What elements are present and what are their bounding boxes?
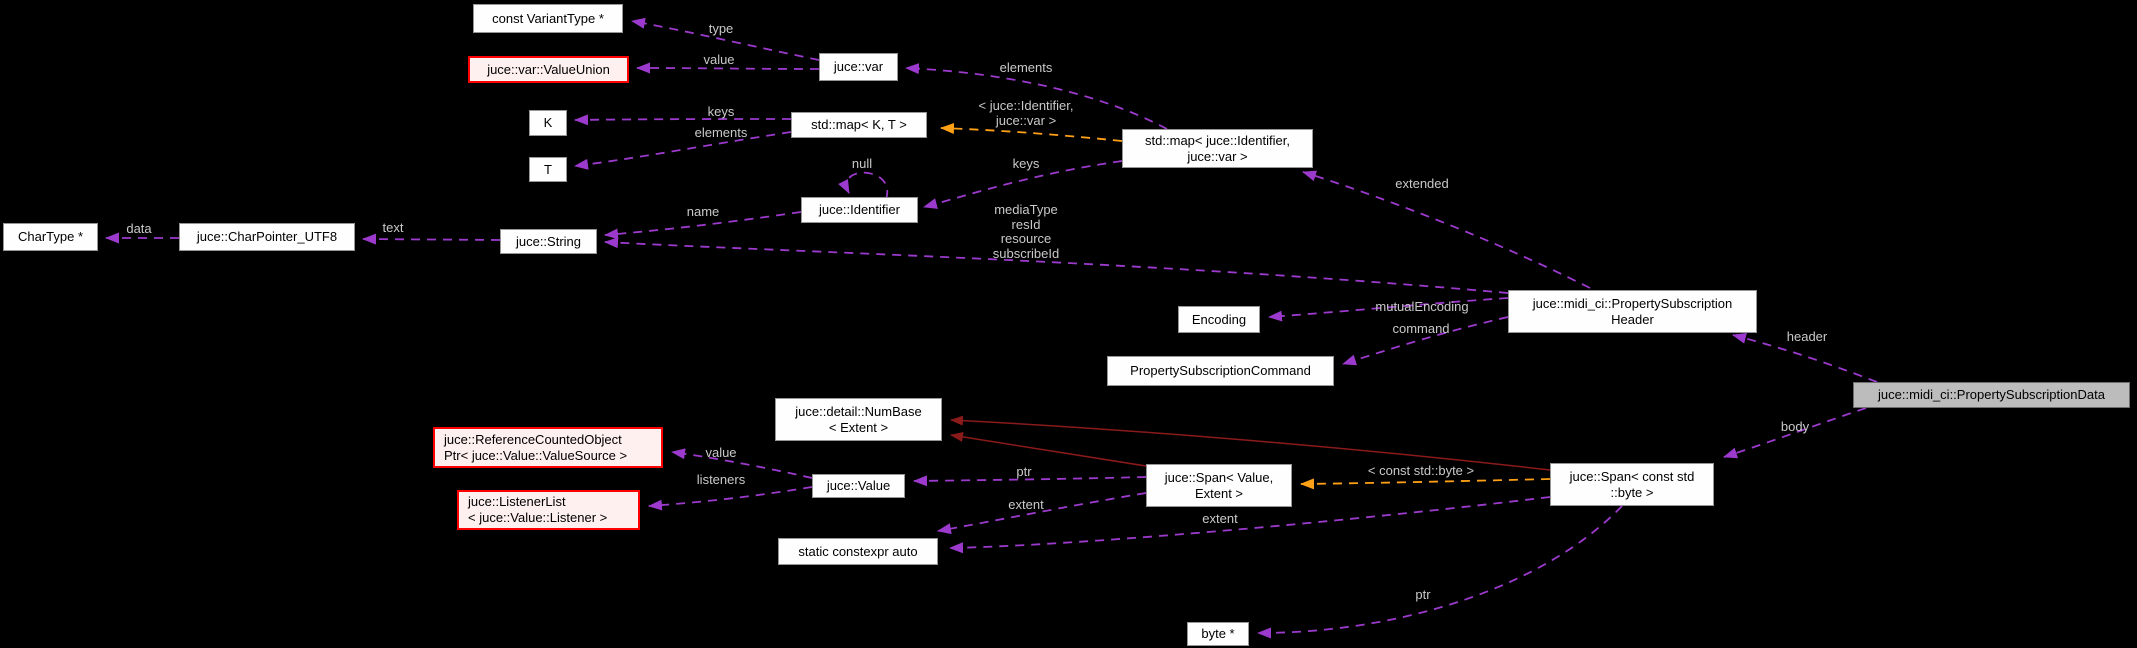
- edge-command: [1342, 316, 1509, 366]
- edge-label-body: body: [1780, 419, 1810, 434]
- node-juce-referencecountedobjectptr[interactable]: juce::ReferenceCountedObject Ptr< juce::…: [433, 427, 663, 468]
- node-propertysubscriptioncommand[interactable]: PropertySubscriptionCommand: [1107, 356, 1334, 386]
- edge-ptr-value: [913, 475, 1147, 487]
- edge-label-template-span: < const std::byte >: [1367, 463, 1475, 478]
- edge-label-elements-t: elements: [694, 125, 748, 140]
- edge-extent-value: [937, 492, 1147, 535]
- edge-label-name: name: [686, 204, 720, 219]
- edge-label-header-fields: mediaType resId resource subscribeId: [992, 202, 1060, 262]
- node-propertysubscriptiondata-main: juce::midi_ci::PropertySubscriptionData: [1853, 382, 2130, 408]
- node-juce-span-const-std-byte[interactable]: juce::Span< const std ::byte >: [1550, 463, 1714, 506]
- edge-mutualencoding: [1268, 297, 1509, 322]
- edge-label-ptr-byte: ptr: [1415, 587, 1431, 602]
- edge-keys-identifier: [923, 160, 1123, 209]
- node-juce-var-valueunion[interactable]: juce::var::ValueUnion: [468, 56, 629, 83]
- edge-listeners: [648, 486, 813, 511]
- node-static-constexpr-auto: static constexpr auto: [778, 538, 938, 565]
- node-juce-string[interactable]: juce::String: [500, 229, 597, 254]
- edge-header-fields: [604, 237, 1509, 294]
- edge-label-extent-byte: extent: [1202, 511, 1238, 526]
- edge-label-listeners: listeners: [696, 472, 746, 487]
- node-propertysubscriptionheader[interactable]: juce::midi_ci::PropertySubscription Head…: [1508, 290, 1757, 333]
- edge-template-map: [940, 122, 1123, 142]
- edge-keys-k: [574, 114, 792, 126]
- edge-body: [1723, 407, 1867, 459]
- node-k: K: [529, 110, 567, 136]
- edge-inherit-span-byte: [950, 415, 1551, 471]
- node-t: T: [529, 157, 567, 182]
- node-juce-span-value-extent[interactable]: juce::Span< Value, Extent >: [1146, 464, 1292, 507]
- edge-header: [1732, 333, 1878, 383]
- edge-type: [631, 17, 820, 61]
- edge-label-keys-k: keys: [707, 104, 735, 119]
- node-std-map-identifier-var: std::map< juce::Identifier, juce::var >: [1122, 129, 1313, 168]
- edge-value: [636, 62, 820, 74]
- node-juce-value[interactable]: juce::Value: [812, 474, 905, 498]
- edge-label-text: text: [382, 220, 404, 235]
- edge-label-extent-value: extent: [1008, 497, 1044, 512]
- node-const-varianttype-ptr: const VariantType *: [473, 4, 623, 33]
- node-juce-detail-numbase[interactable]: juce::detail::NumBase < Extent >: [775, 398, 942, 441]
- edge-label-value-source: value: [705, 445, 737, 460]
- edge-label-keys-identifier: keys: [1012, 156, 1040, 171]
- edge-label-template-map: < juce::Identifier, juce::var >: [978, 98, 1074, 128]
- edge-elements-var: [905, 63, 1168, 130]
- node-juce-charpointer-utf8[interactable]: juce::CharPointer_UTF8: [179, 223, 355, 251]
- edge-template-span: [1300, 478, 1551, 490]
- edge-extent-byte: [949, 496, 1551, 554]
- edge-value-source: [671, 448, 813, 479]
- edge-null-selfloop: [838, 171, 889, 200]
- node-chartype-ptr: CharType *: [3, 223, 98, 251]
- edge-label-type: type: [708, 21, 734, 36]
- edge-label-data: data: [126, 221, 152, 236]
- edge-name: [604, 211, 802, 240]
- edge-label-header: header: [1786, 329, 1828, 344]
- node-std-map-kt: std::map< K, T >: [791, 112, 927, 138]
- node-juce-listenerlist[interactable]: juce::ListenerList < juce::Value::Listen…: [457, 490, 640, 530]
- node-juce-identifier[interactable]: juce::Identifier: [801, 197, 918, 223]
- edge-text: [362, 233, 501, 245]
- edge-label-ptr-value: ptr: [1016, 464, 1032, 479]
- edge-label-null: null: [851, 156, 873, 171]
- edge-label-command: command: [1392, 321, 1450, 336]
- edge-inherit-span-value: [950, 431, 1147, 467]
- edge-label-extended: extended: [1395, 176, 1449, 191]
- edge-ptr-byte: [1257, 505, 1623, 639]
- node-encoding[interactable]: Encoding: [1178, 306, 1260, 333]
- edge-label-elements-var: elements: [999, 60, 1053, 75]
- edge-label-value: value: [703, 52, 735, 67]
- node-juce-var[interactable]: juce::var: [819, 53, 898, 81]
- edge-elements-t: [574, 131, 792, 170]
- edge-label-mutualencoding: mutualEncoding: [1375, 299, 1469, 314]
- node-byte-ptr: byte *: [1187, 622, 1249, 646]
